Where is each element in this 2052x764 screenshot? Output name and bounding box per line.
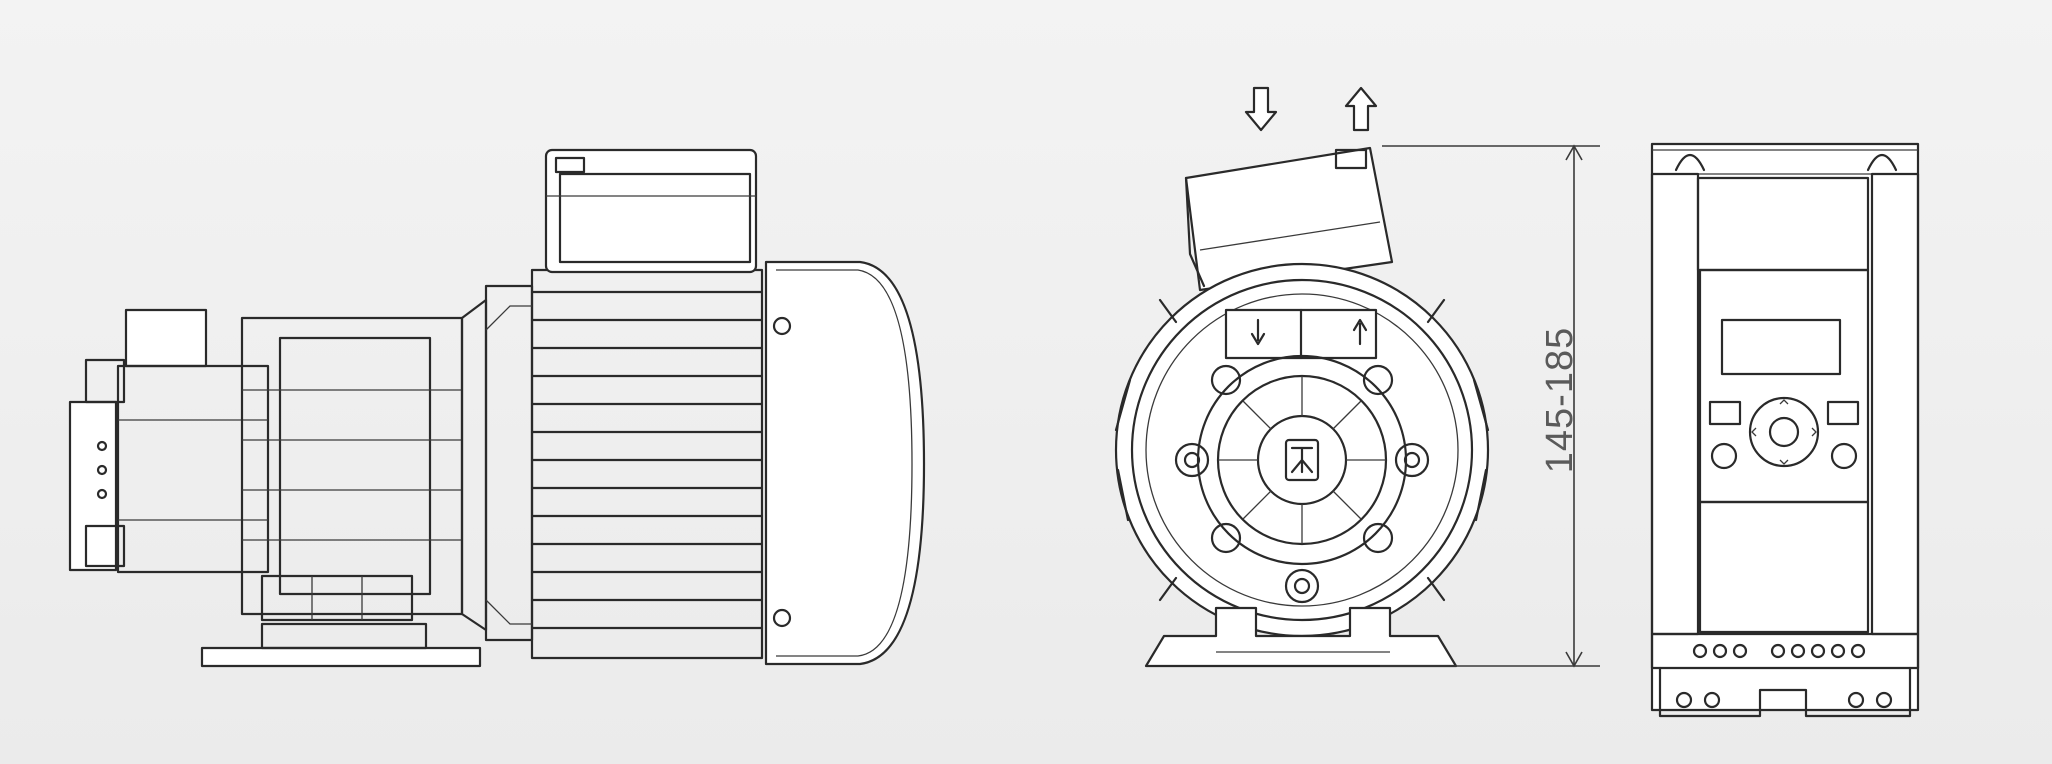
softkey-right <box>1826 400 1860 426</box>
up-arrow-icon <box>1344 86 1378 132</box>
keypad-panel <box>1696 176 1870 504</box>
controller-front-view <box>1650 142 1920 718</box>
stop-button <box>1710 442 1738 470</box>
softkey-left <box>1708 400 1742 426</box>
top-mount-tab-right <box>1866 153 1898 172</box>
pump-housing <box>240 316 464 622</box>
motor-base-front <box>1144 606 1458 668</box>
display-screen <box>1720 318 1842 376</box>
controller-frame <box>1650 142 1920 712</box>
port-block <box>1224 308 1378 360</box>
dimension-label: 145-185 <box>1539 327 1581 473</box>
bottom-bracket <box>1658 666 1912 718</box>
pump-side-view <box>68 148 926 668</box>
inlet-port <box>68 308 270 574</box>
start-button <box>1830 442 1858 470</box>
ok-button <box>1768 416 1800 448</box>
motor-body <box>484 268 764 660</box>
down-arrow-icon <box>1244 86 1278 132</box>
pump-base-foot <box>200 622 482 668</box>
front-terminal-box <box>1184 146 1394 292</box>
height-dimension: 145-185 <box>1380 144 1600 668</box>
nav-wheel <box>1748 396 1820 468</box>
top-mount-tab-left <box>1674 153 1706 172</box>
mounting-holes <box>1174 364 1430 604</box>
fan-cover <box>764 260 926 666</box>
adapter-flange <box>460 298 488 632</box>
brand-logo-icon <box>1284 438 1320 482</box>
terminal-box <box>544 148 758 274</box>
terminal-strip <box>1650 632 1920 670</box>
motor-front-view <box>1114 86 1490 668</box>
